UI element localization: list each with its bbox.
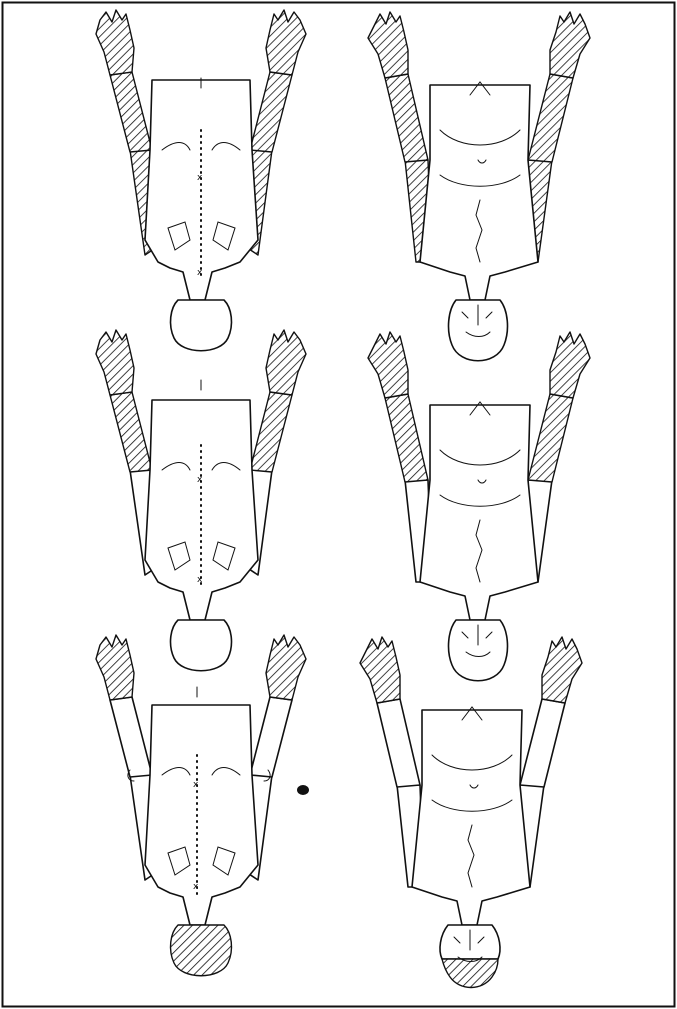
front-right-forearm [528,394,573,482]
back-head [171,300,232,351]
back-head [171,620,232,671]
spine-mark-lower: x [197,575,203,585]
front-right-hand [550,332,590,398]
front-right-forearm [520,699,565,787]
spine-mark-lower: x [197,268,203,278]
back-left-forearm [110,392,152,472]
back-head [171,925,232,976]
spine-mark-upper: x [193,780,199,790]
panel-front-view-arms-shaded [368,12,590,361]
back-left-hand [96,330,134,395]
front-left-hand [368,332,408,398]
spine-mark-upper: x [197,475,203,485]
back-right-forearm [250,392,292,472]
front-left-hand [368,12,408,78]
front-right-hand [550,12,590,78]
panel-back-view-forearms-shaded: x x [96,330,306,671]
figure-frame [3,3,675,1007]
front-head-shaded [442,959,498,988]
front-right-hand [542,637,582,703]
back-right-hand [266,635,306,700]
back-right-hand [266,10,306,75]
back-left-forearm [110,697,152,777]
front-left-forearm [385,394,428,482]
front-torso [420,85,538,300]
front-torso [420,405,538,620]
front-right-forearm [528,74,573,162]
front-left-forearm [385,74,428,162]
front-left-hand [360,637,400,703]
back-right-forearm [250,72,292,152]
back-right-forearm [250,697,292,777]
spine-mark-upper: x [197,173,203,183]
panel-back-view-arms-shaded: x x [96,10,306,351]
spine-mark-lower: x [193,882,199,892]
back-left-hand [96,10,134,75]
back-left-forearm [110,72,152,152]
back-torso [145,705,258,925]
front-torso [412,710,530,925]
ink-blot [297,785,309,795]
back-torso [145,400,258,620]
back-left-hand [96,635,134,700]
panel-front-view-hands-head-shaded [360,637,582,988]
panel-front-view-forearms-shaded [368,332,590,681]
front-left-forearm [377,699,420,787]
back-right-hand [266,330,306,395]
panel-back-view-hands-head-shaded: x x [96,635,306,976]
